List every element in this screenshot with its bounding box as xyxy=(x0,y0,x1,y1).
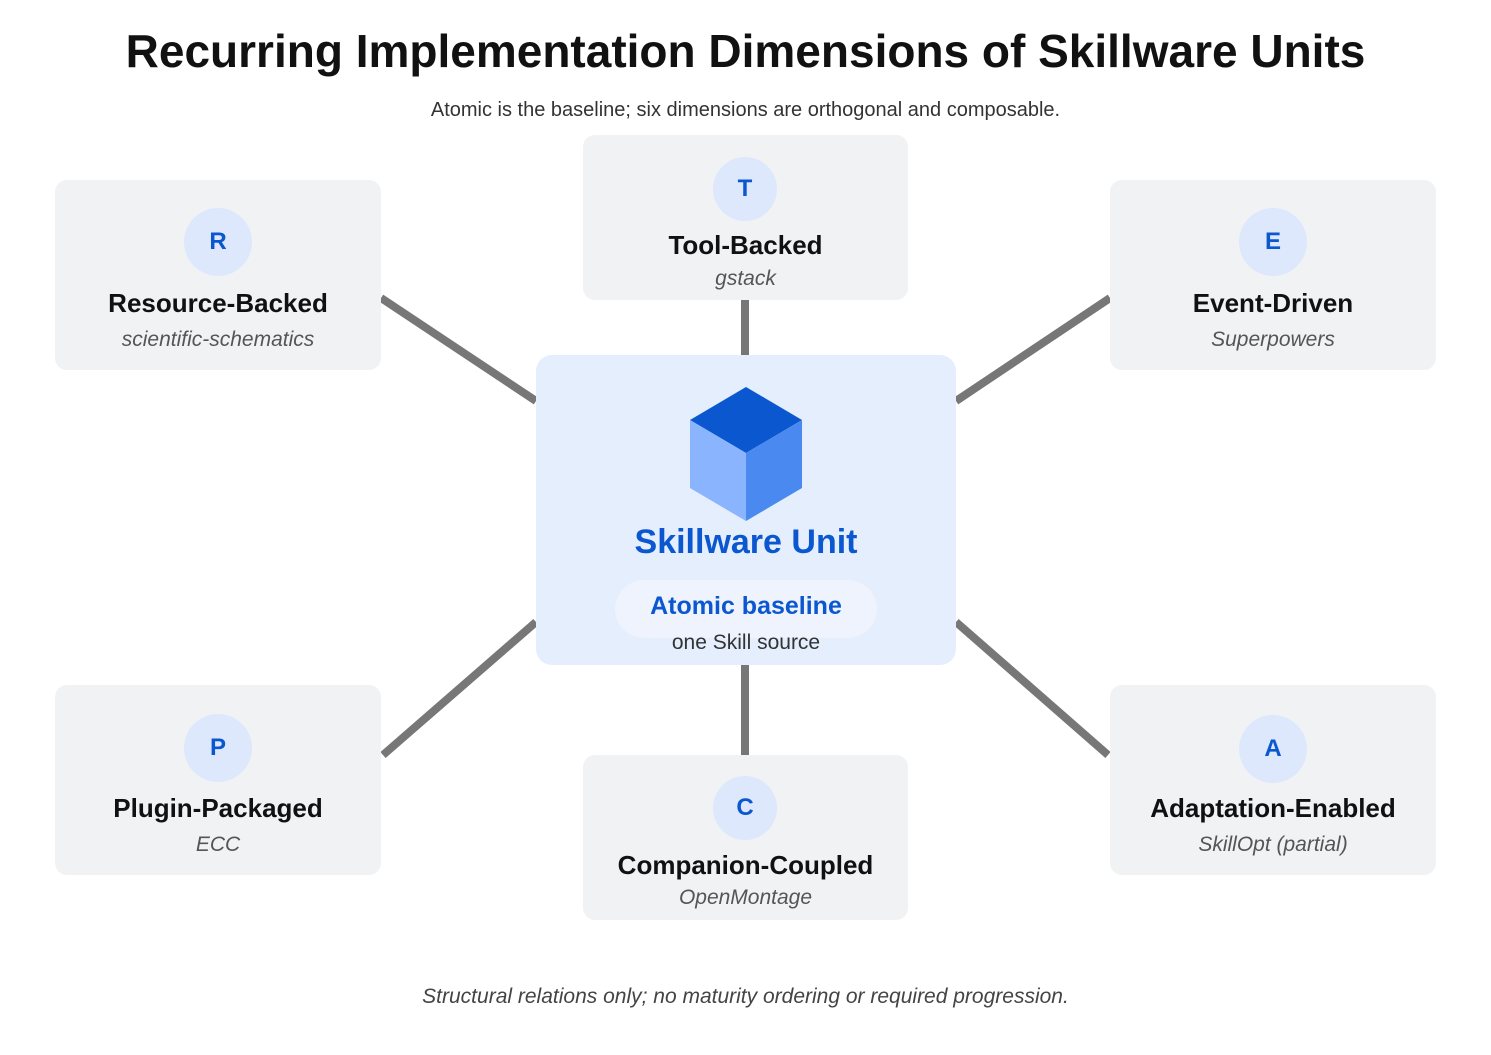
badge-adaptation: A xyxy=(1239,715,1307,783)
dimension-example-tool: gstack xyxy=(715,267,776,290)
badge-event: E xyxy=(1239,208,1307,276)
dimension-card-companion: C Companion-Coupled OpenMontage xyxy=(583,755,908,920)
dimension-label-resource: Resource-Backed xyxy=(108,288,328,318)
dimension-label-tool: Tool-Backed xyxy=(668,230,823,260)
badge-tool: T xyxy=(713,157,777,221)
dimension-example-resource: scientific-schematics xyxy=(121,328,315,351)
connector-resource xyxy=(378,294,539,405)
atomic-baseline-subtext: one Skill source xyxy=(671,631,821,654)
diagram-footer-note: Structural relations only; no maturity o… xyxy=(422,985,1069,1008)
dimension-label-event: Event-Driven xyxy=(1192,288,1354,318)
dimension-card-event: E Event-Driven Superpowers xyxy=(1110,180,1436,370)
badge-plugin: P xyxy=(184,714,252,782)
dimension-card-adaptation: A Adaptation-Enabled SkillOpt (partial) xyxy=(1110,685,1436,875)
atomic-baseline-label: Atomic baseline xyxy=(650,592,842,620)
atomic-baseline-pill xyxy=(615,580,877,638)
connector-event xyxy=(953,294,1113,405)
dimension-label-adaptation: Adaptation-Enabled xyxy=(1150,793,1396,823)
dimension-label-plugin: Plugin-Packaged xyxy=(113,793,323,823)
center-title: Skillware Unit xyxy=(634,523,858,561)
dimension-card-tool: T Tool-Backed gstack xyxy=(583,135,908,300)
connector-plugin xyxy=(380,618,539,759)
cube-icon xyxy=(690,387,802,521)
dimension-example-companion: OpenMontage xyxy=(678,886,813,909)
connector-adaptation xyxy=(953,618,1111,759)
badge-resource: R xyxy=(184,208,252,276)
dimension-example-event: Superpowers xyxy=(1211,328,1335,351)
dimension-card-resource: R Resource-Backed scientific-schematics xyxy=(55,180,381,370)
dimension-card-plugin: P Plugin-Packaged ECC xyxy=(55,685,381,875)
dimension-example-adaptation: SkillOpt (partial) xyxy=(1198,833,1348,856)
badge-companion: C xyxy=(713,776,777,840)
skillware-unit-card: Skillware Unit Atomic baseline one Skill… xyxy=(536,355,956,665)
dimension-example-plugin: ECC xyxy=(195,833,241,856)
dimension-label-companion: Companion-Coupled xyxy=(617,850,874,880)
diagram-title: Recurring Implementation Dimensions of S… xyxy=(125,25,1366,77)
diagram-subtitle: Atomic is the baseline; six dimensions a… xyxy=(430,99,1061,121)
